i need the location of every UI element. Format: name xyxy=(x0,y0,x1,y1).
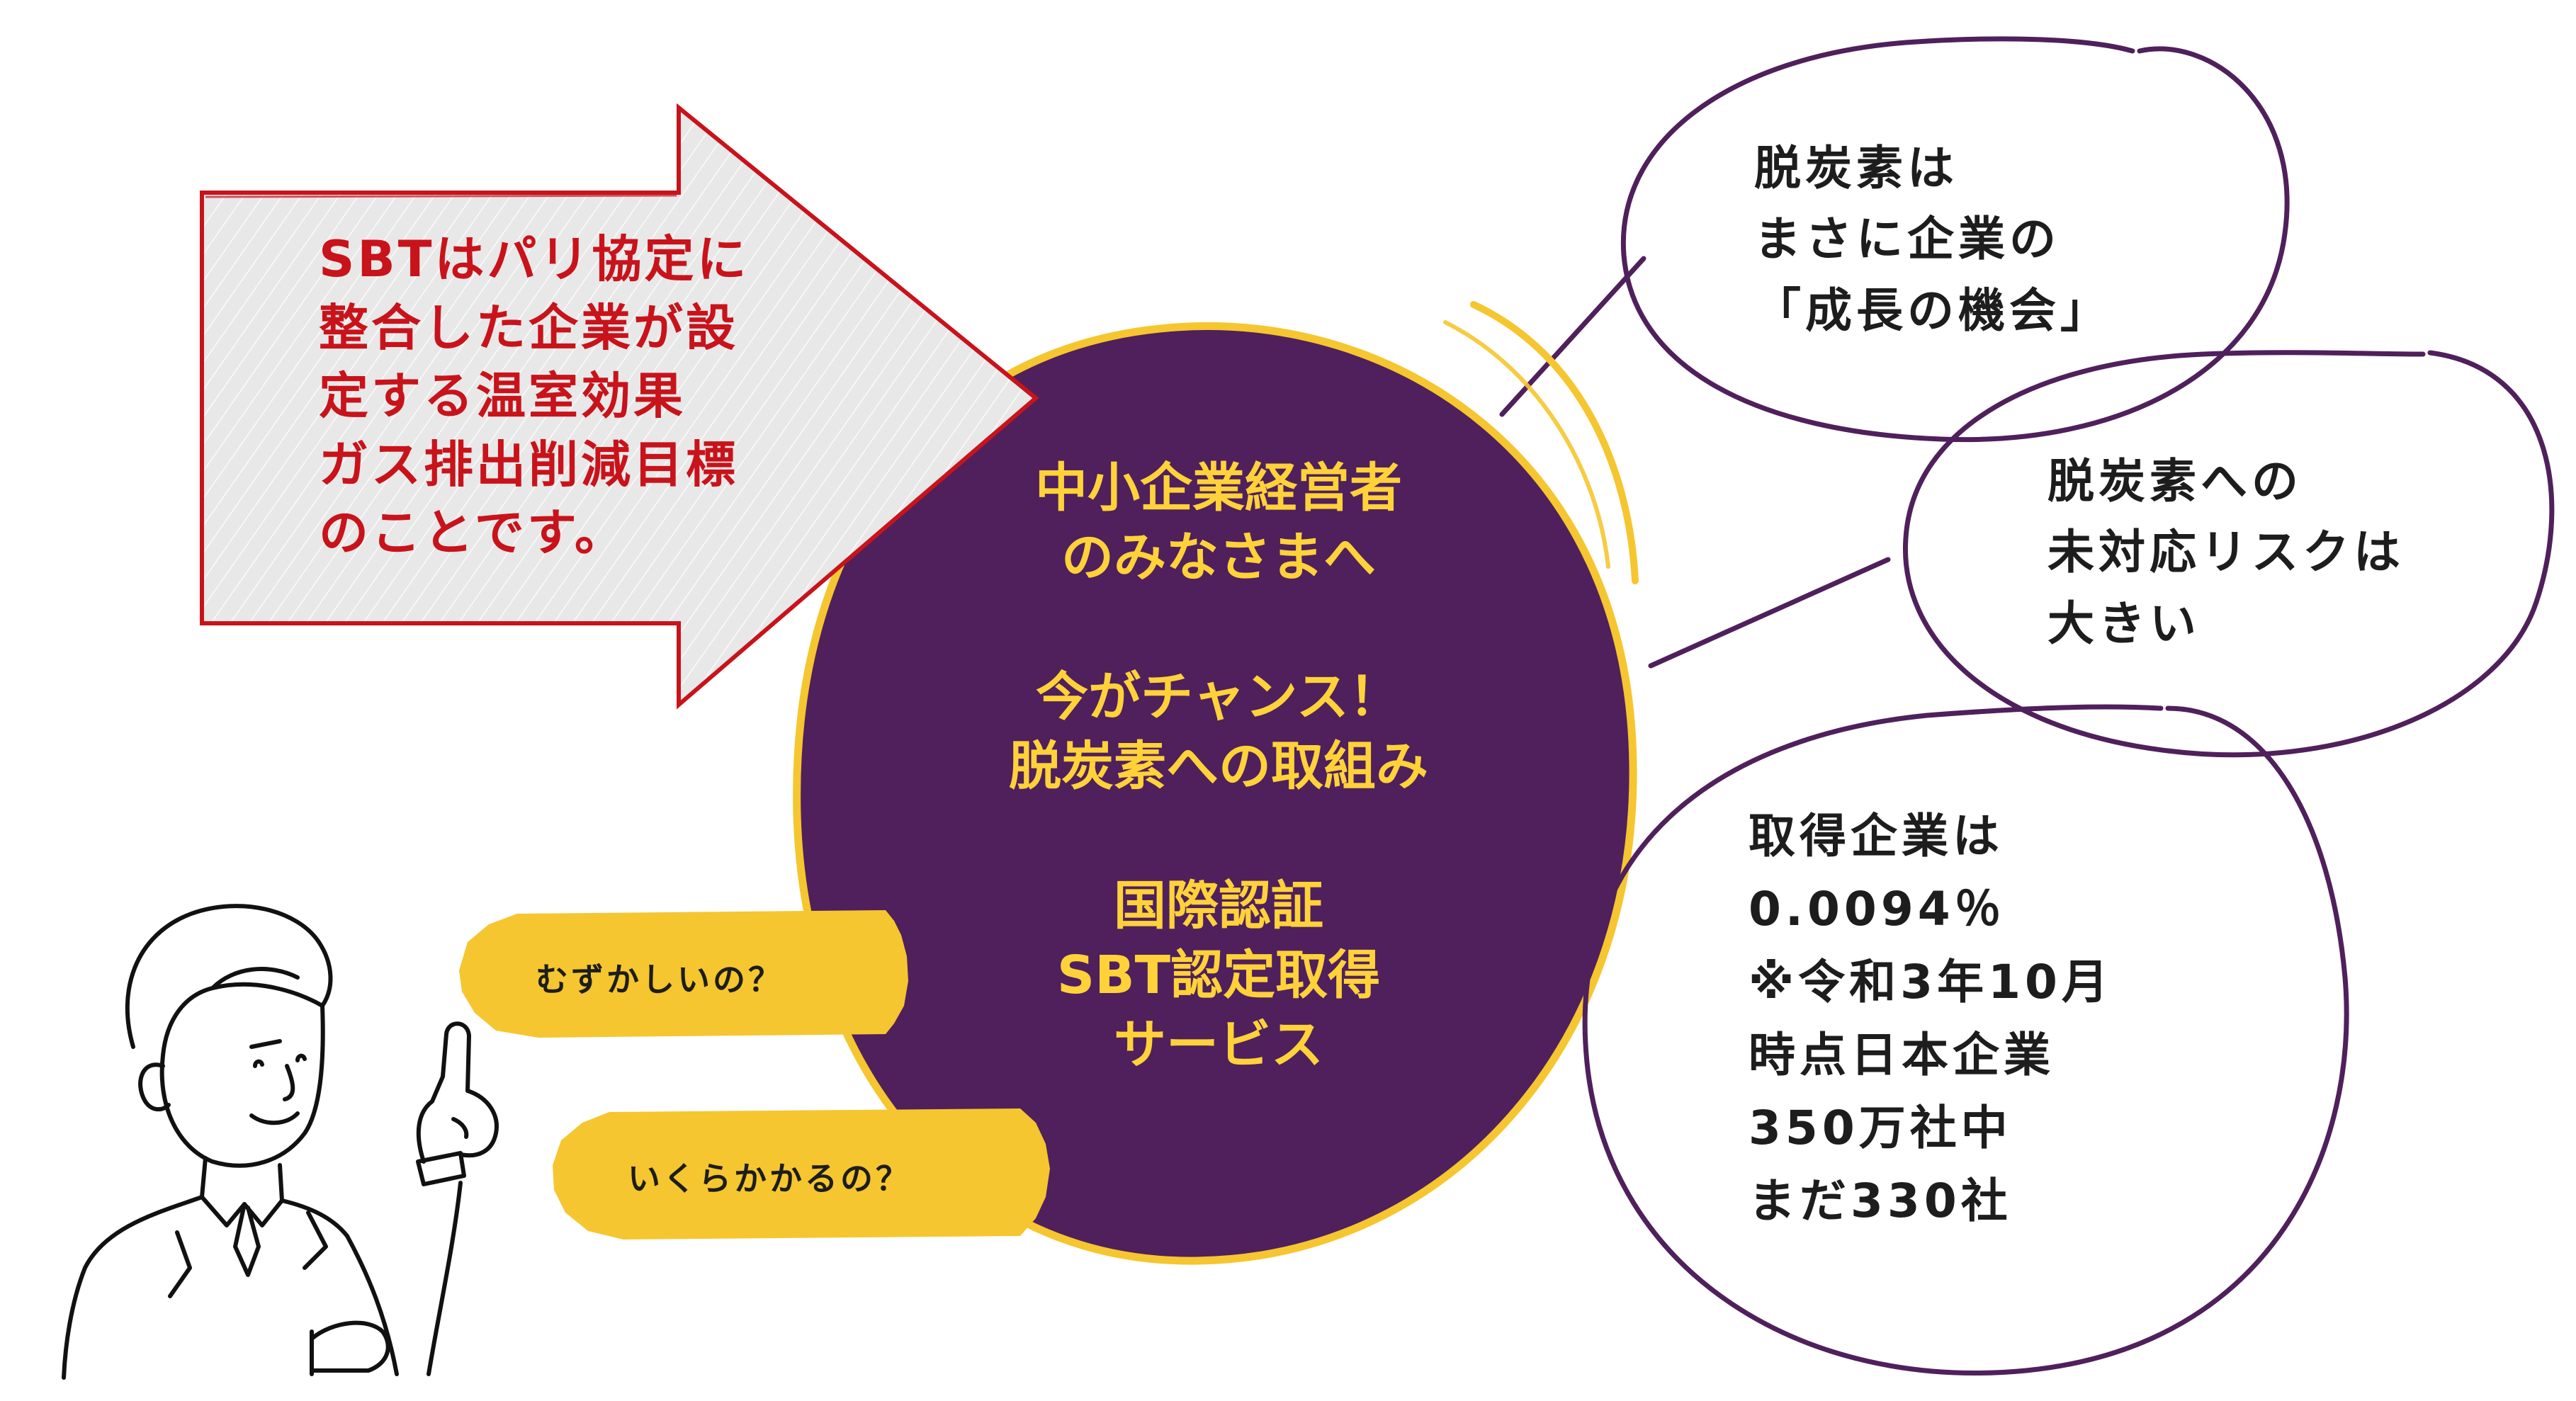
bubble-line: 時点日本企業 xyxy=(1749,1027,2055,1082)
definition-arrow-shape xyxy=(200,103,1039,710)
speech-bubbles xyxy=(1582,36,2555,1376)
bubble-growth-outline xyxy=(1620,36,2290,443)
arrow-line: のことです。 xyxy=(319,504,627,562)
bubble-risk-outline xyxy=(1902,350,2555,758)
connector-lines xyxy=(1499,256,1891,669)
center-spacer xyxy=(836,802,1601,871)
connector-line-top xyxy=(1499,256,1646,417)
bubble-line: 350万社中 xyxy=(1749,1100,2012,1155)
definition-arrow xyxy=(200,103,1039,710)
arrow-definition-text: SBTはパリ協定に 整合した企業が設 定する温室効果 ガス排出削減目標 のことで… xyxy=(319,225,750,567)
central-circle-fill xyxy=(793,322,1637,1265)
question-blob-cost xyxy=(553,1108,1050,1240)
arrow-line: SBTはパリ協定に xyxy=(319,230,750,288)
connector-line-middle xyxy=(1648,557,1891,669)
bubble-line: まさに企業の xyxy=(1754,212,2060,267)
question-difficult-text: むずかしいの？ xyxy=(536,960,784,999)
central-message: 中小企業経営者 のみなさまへ 今がチャンス！ 脱炭素への取組み 国際認証 SBT… xyxy=(836,453,1601,1080)
center-line: SBT認定取得 xyxy=(1056,945,1381,1006)
arrow-line: ガス排出削減目標 xyxy=(319,435,738,494)
bubble-line: 脱炭素への xyxy=(2047,454,2303,509)
bubble-line: 「成長の機会」 xyxy=(1754,283,2111,338)
central-circle-swoosh-inner xyxy=(1443,320,1610,569)
bubble-line: 未対応リスクは xyxy=(2047,525,2405,580)
center-line: 国際認証 xyxy=(1114,875,1323,936)
central-circle-swoosh xyxy=(1470,301,1639,584)
question-blob-difficult xyxy=(459,910,908,1038)
center-line: サービス xyxy=(1114,1014,1323,1076)
bubble-stats-text: 取得企業は 0.0094％ ※令和3年10月 時点日本企業 350万社中 まだ3… xyxy=(1749,800,2113,1238)
businessman-pointing-icon xyxy=(62,904,499,1380)
definition-arrow-sketch-line xyxy=(205,194,677,198)
bubble-growth-text: 脱炭素は まさに企業の 「成長の機会」 xyxy=(1754,133,2111,346)
question-blobs xyxy=(459,910,1050,1240)
bubble-line: 取得企業は xyxy=(1749,809,2004,863)
center-line: 脱炭素への取組み xyxy=(1009,736,1428,798)
bubble-line: まだ330社 xyxy=(1749,1173,2012,1228)
arrow-line: 定する温室効果 xyxy=(319,367,686,426)
bubble-line: 大きい xyxy=(2047,596,2201,651)
bubble-line: ※令和3年10月 xyxy=(1749,954,2113,1009)
central-circle xyxy=(793,301,1639,1265)
bubble-line: 0.0094％ xyxy=(1749,881,2006,936)
center-line: 中小企業経営者 xyxy=(1035,458,1402,518)
bubble-stats-outline xyxy=(1582,704,2349,1376)
center-line: 今がチャンス！ xyxy=(1036,666,1401,727)
arrow-line: 整合した企業が設 xyxy=(319,298,738,357)
center-spacer xyxy=(836,593,1601,662)
question-cost-text: いくらかかるの？ xyxy=(628,1159,911,1198)
center-line: のみなさまへ xyxy=(1061,527,1376,589)
bubble-risk-text: 脱炭素への 未対応リスクは 大きい xyxy=(2047,446,2405,659)
bubble-line: 脱炭素は xyxy=(1754,141,1958,195)
